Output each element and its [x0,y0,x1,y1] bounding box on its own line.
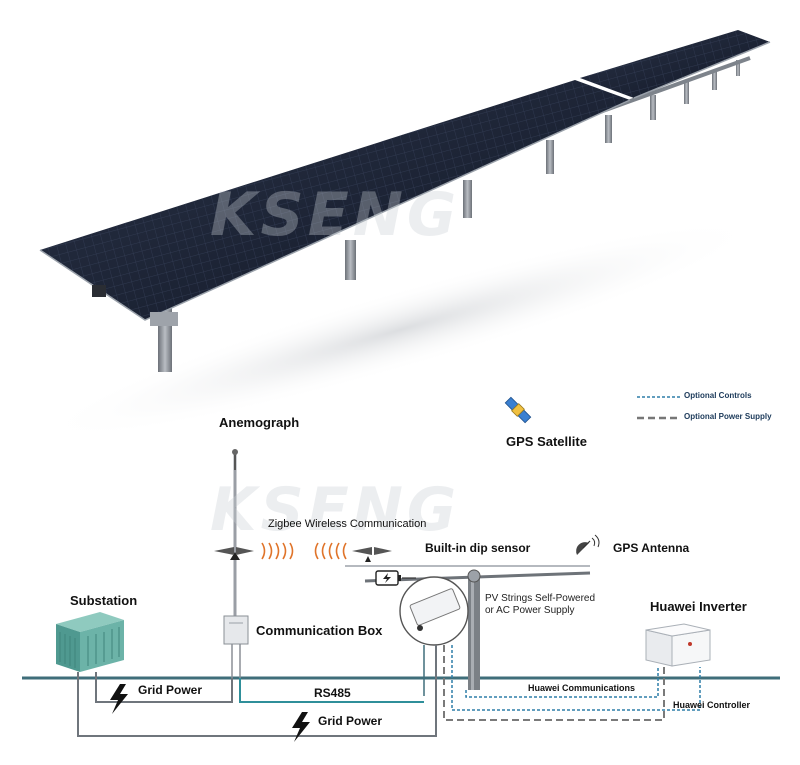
substation-label: Substation [70,593,138,608]
pv-strings-label-line1: PV Strings Self-Powered [485,593,596,604]
huawei-communications-label: Huawei Communications [528,683,636,693]
huawei-controller-label: Huawei Controller [673,700,751,710]
pv-strings-label-line2: or AC Power Supply [485,605,575,616]
anemograph-label: Anemograph [219,415,300,430]
rs485-label: RS485 [314,686,351,700]
gps-satellite-icon [504,396,532,424]
huawei-inverter-icon [645,623,711,667]
legend [637,396,680,420]
substation-icon [56,612,124,672]
communication-box [223,615,249,678]
lightning-icon [292,712,310,742]
tracker-post [345,565,591,690]
gps-antenna-label: GPS Antenna [613,541,690,555]
wiring [77,645,701,737]
grid-power-label-1: Grid Power [138,683,203,697]
zigbee-signal-icon [214,542,392,562]
battery-icon [375,570,416,586]
lightning-icon [110,684,128,714]
mast-arrow-icon [230,552,240,560]
tracker-controller [399,576,469,696]
legend-optional-power-label: Optional Power Supply [684,412,772,421]
anemograph-mast [230,449,240,618]
gps-satellite-label: GPS Satellite [506,434,587,449]
legend-optional-controls-label: Optional Controls [684,391,752,400]
watermark-bottom: KSENG [210,475,461,545]
solar-tracker-array [34,30,771,442]
communication-box-label: Communication Box [256,623,383,638]
dip-sensor-label: Built-in dip sensor [425,541,531,555]
huawei-inverter-label: Huawei Inverter [650,599,747,614]
gps-antenna-icon [576,534,600,555]
watermark-top: KSENG [210,180,461,250]
grid-power-label-2: Grid Power [318,714,383,728]
zigbee-label: Zigbee Wireless Communication [268,518,427,530]
